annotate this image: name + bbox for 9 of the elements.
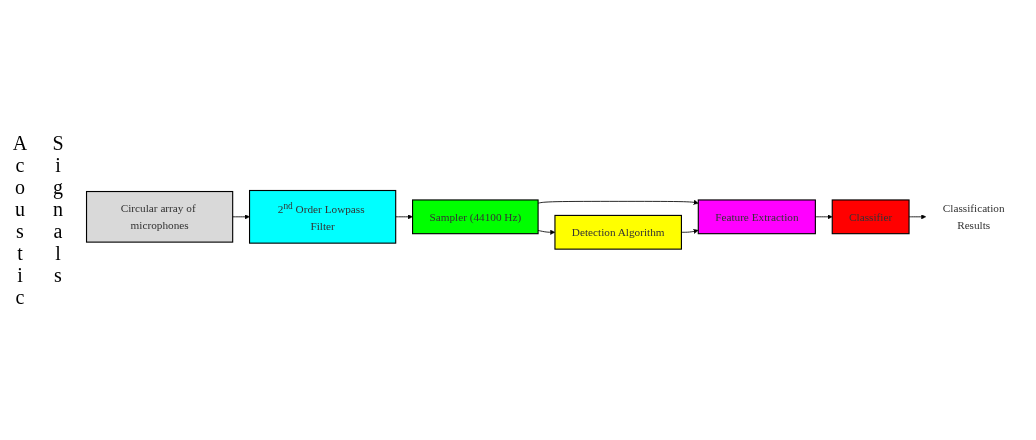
node-box: 2$^{nd}$ Order Lowpass Filter bbox=[249, 190, 397, 244]
vertical-label: Signals bbox=[48, 132, 68, 288]
node-box: Detection Algorithm bbox=[554, 215, 682, 250]
node-text: Classification Results bbox=[942, 202, 1005, 232]
vertical-label: Acoustic bbox=[10, 132, 30, 308]
node-box: Sampler (44100 Hz) bbox=[412, 199, 539, 235]
node-box: Classifier bbox=[831, 199, 910, 235]
node-box: Circular array of microphones bbox=[85, 191, 234, 243]
node-box: Feature Extraction bbox=[697, 199, 816, 235]
